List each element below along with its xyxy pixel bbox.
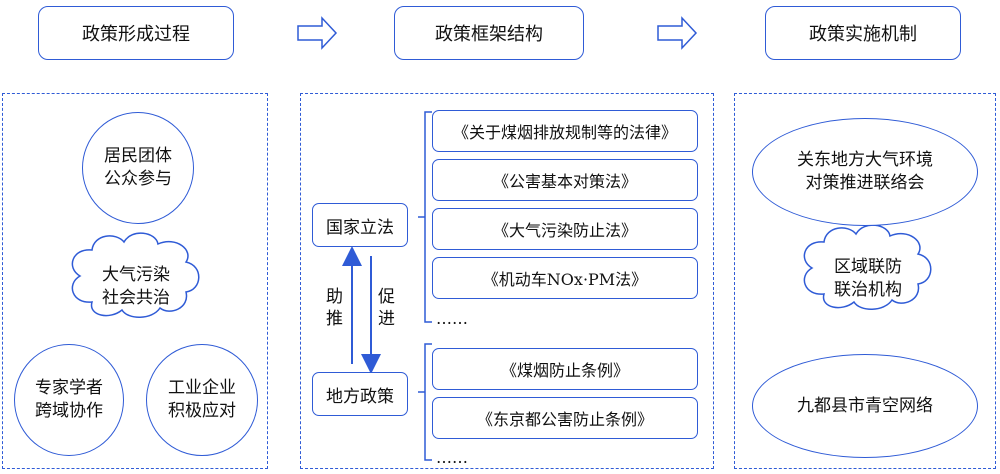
national-ellipsis: ……: [436, 309, 468, 328]
assist-label: 助 推: [326, 287, 343, 330]
ellipse-kanto-council: 关东地方大气环境 对策推进联络会: [752, 118, 978, 226]
national-label: 国家立法: [326, 217, 394, 238]
block-arrow-1: [297, 16, 338, 50]
panel-formation: [2, 93, 268, 469]
experts-label: 专家学者 跨域协作: [35, 378, 103, 421]
header-implementation-label: 政策实施机制: [809, 24, 917, 45]
header-formation: 政策形成过程: [38, 6, 234, 60]
national-legislation-box: 国家立法: [312, 203, 408, 247]
regional-label: 区域联防 联治机构: [834, 257, 902, 300]
bracket-national: [418, 111, 432, 323]
local-policy-box: 地方政策: [312, 372, 408, 416]
cloud-regional: 区域联防 联治机构: [798, 222, 938, 312]
governance-label: 大气污染 社会共治: [102, 265, 170, 308]
local-label: 地方政策: [326, 386, 394, 407]
law-item: 《关于煤烟排放规制等的法律》: [432, 110, 698, 152]
kyuto-label: 九都县市青空网络: [797, 395, 933, 416]
ellipse-residents: 居民团体 公众参与: [82, 112, 194, 224]
promote-label: 促 进: [378, 287, 395, 330]
law-item: 《机动车NOx·PM法》: [432, 257, 698, 299]
law-item: 《大气污染防止法》: [432, 208, 698, 250]
law-item: 《公害基本对策法》: [432, 159, 698, 201]
ellipse-experts: 专家学者 跨域协作: [14, 344, 124, 456]
ordinance-item: 《东京都公害防止条例》: [432, 397, 698, 439]
header-formation-label: 政策形成过程: [82, 24, 190, 45]
ellipse-kyuto-network: 九都县市青空网络: [752, 354, 978, 458]
ordinance-item: 《煤烟防止条例》: [432, 348, 698, 390]
local-ellipsis: ……: [436, 448, 468, 467]
header-framework: 政策框架结构: [394, 6, 584, 60]
panel-framework: [300, 93, 714, 469]
bracket-local: [418, 343, 432, 461]
cloud-governance: 大气污染 社会共治: [66, 230, 206, 320]
kanto-label: 关东地方大气环境 对策推进联络会: [797, 150, 933, 193]
header-framework-label: 政策框架结构: [435, 24, 543, 45]
block-arrow-2: [657, 16, 698, 50]
cloud-shape-right: [803, 224, 932, 310]
header-implementation: 政策实施机制: [765, 6, 961, 60]
panel-implementation: [734, 93, 996, 469]
cloud-shape-left: [71, 232, 200, 318]
ellipse-industry: 工业企业 积极应对: [146, 344, 258, 456]
residents-label: 居民团体 公众参与: [104, 146, 172, 189]
industry-label: 工业企业 积极应对: [168, 378, 236, 421]
